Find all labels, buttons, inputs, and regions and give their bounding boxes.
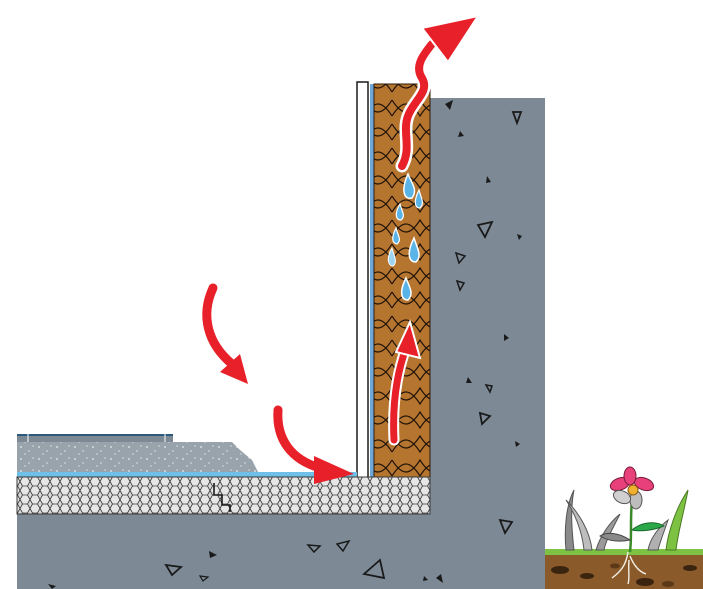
heat-flow-arrow-icon bbox=[202, 14, 481, 484]
floor-screed bbox=[17, 442, 258, 472]
concrete-aggregate bbox=[48, 100, 523, 589]
interior-board bbox=[356, 81, 369, 481]
concrete-structure bbox=[17, 98, 545, 589]
gravel-layer bbox=[16, 476, 431, 515]
water-drop-icon bbox=[387, 172, 424, 301]
flower-icon bbox=[564, 466, 689, 553]
exterior-ground bbox=[545, 549, 703, 589]
floor-top-board bbox=[17, 434, 173, 442]
wall-membrane bbox=[370, 84, 374, 479]
floor-membrane bbox=[17, 472, 357, 477]
